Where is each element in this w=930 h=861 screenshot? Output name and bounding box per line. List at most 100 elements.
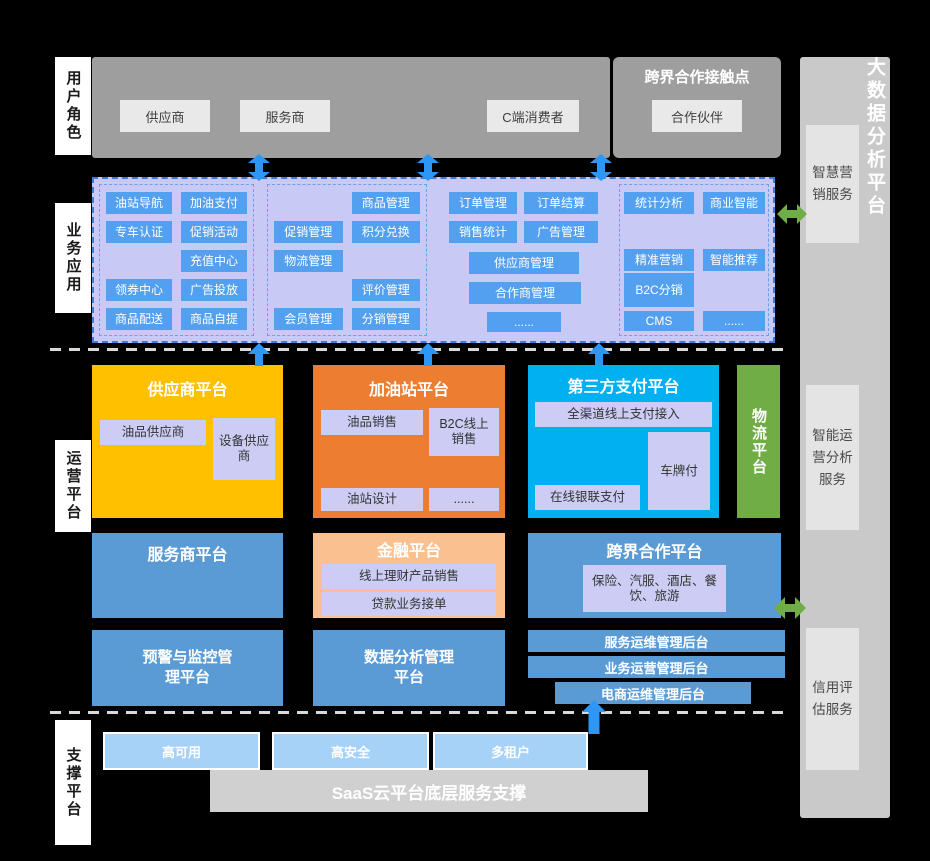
chip: 评价管理 xyxy=(351,279,420,301)
up-arrow-icon xyxy=(582,700,606,734)
chip: 订单管理 xyxy=(449,192,517,214)
chip: CMS xyxy=(624,311,694,331)
chip: 加油支付 xyxy=(181,192,247,214)
chip: ...... xyxy=(487,312,561,332)
payment-platform-title: 第三方支付平台 xyxy=(567,379,680,396)
section-label-operations: 运营平台 xyxy=(55,440,91,532)
chip: 促销活动 xyxy=(181,221,247,243)
biz-group-analytics: 统计分析 商业智能 精准营销 智能推荐 B2C分销 CMS ...... xyxy=(619,184,769,336)
oil-sales-chip: 油品销售 xyxy=(321,410,423,435)
section-label-business-apps: 业务应用 xyxy=(55,203,91,313)
supplier-platform-title: 供应商平台 xyxy=(147,382,228,399)
touchpoint-title: 跨界合作接触点 xyxy=(644,69,750,86)
omni-channel-payment-chip: 全渠道线上支付接入 xyxy=(535,402,712,427)
biz-group-orders: 订单管理 订单结算 销售统计 广告管理 供应商管理 合作商管理 ...... xyxy=(442,184,612,336)
empty-cell xyxy=(106,250,172,272)
crossover-partners-chip: 保险、汽服、酒店、餐饮、旅游 xyxy=(583,565,726,612)
chip: 精准营销 xyxy=(624,249,694,271)
support-high-security: 高安全 xyxy=(272,732,429,770)
bigdata-title: 大数据分析平台 xyxy=(864,57,885,218)
chip: 订单结算 xyxy=(524,192,598,214)
finance-platform: 金融平台 线上理财产品销售 贷款业务接单 xyxy=(313,533,505,618)
loan-business-chip: 贷款业务接单 xyxy=(322,592,496,616)
chip: 广告投放 xyxy=(181,279,247,301)
chip: 智能推荐 xyxy=(703,249,765,271)
chip: 物流管理 xyxy=(274,250,343,272)
data-analysis-platform: 数据分析管理平台 xyxy=(313,630,505,706)
chip: 供应商管理 xyxy=(469,252,579,274)
station-design-chip: 油站设计 xyxy=(321,488,423,511)
double-arrow-icon xyxy=(247,154,271,181)
chip: 销售统计 xyxy=(449,221,517,243)
touchpoint-panel: 跨界合作接触点 合作伙伴 xyxy=(613,57,781,158)
separator-biz-ops xyxy=(50,348,790,351)
crossover-platform: 跨界合作平台 保险、汽服、酒店、餐饮、旅游 xyxy=(528,533,781,618)
chip: 统计分析 xyxy=(624,192,694,214)
role-partner: 合作伙伴 xyxy=(652,100,742,132)
backend-ecommerce-ops: 电商运维管理后台 xyxy=(555,682,751,704)
service-provider-platform-title: 服务商平台 xyxy=(147,547,228,564)
saas-base-bar: SaaS云平台底层服务支撑 xyxy=(210,770,648,812)
up-arrow-icon xyxy=(417,343,439,366)
role-supplier: 供应商 xyxy=(120,100,210,132)
chip: 领券中心 xyxy=(106,279,172,301)
support-high-availability: 高可用 xyxy=(103,732,260,770)
b2c-online-sales-chip: B2C线上销售 xyxy=(429,408,499,456)
chip: 油站导航 xyxy=(106,192,172,214)
section-label-user-roles: 用户角色 xyxy=(55,57,91,155)
chip: 广告管理 xyxy=(524,221,598,243)
bigdata-platform-bar: 大数据分析平台 智慧营销服务 智能运营分析服务 信用评估服务 xyxy=(800,57,890,818)
plate-pay-chip: 车牌付 xyxy=(648,432,710,510)
chip: 商品配送 xyxy=(106,308,172,330)
chip: 合作商管理 xyxy=(469,282,581,304)
oil-supplier-chip: 油品供应商 xyxy=(100,420,206,445)
business-apps-panel: 油站导航 加油支付 专车认证 促销活动 充值中心 领券中心 广告投放 商品配送 … xyxy=(92,177,775,343)
chip: 充值中心 xyxy=(181,250,247,272)
chip: 专车认证 xyxy=(106,221,172,243)
support-multi-tenant: 多租户 xyxy=(433,732,588,770)
third-party-payment-platform: 第三方支付平台 全渠道线上支付接入 车牌付 在线银联支付 xyxy=(528,365,719,518)
chip: ...... xyxy=(703,311,765,331)
data-analysis-title: 数据分析管理平台 xyxy=(363,649,454,686)
wealth-product-chip: 线上理财产品销售 xyxy=(322,564,496,589)
crossover-platform-title: 跨界合作平台 xyxy=(606,544,703,561)
chip: B2C分销 xyxy=(624,273,694,307)
chip: 积分兑换 xyxy=(351,221,420,243)
green-double-arrow-icon xyxy=(777,203,807,225)
logistics-platform-title: 物流平台 xyxy=(750,407,767,476)
service-credit-evaluation: 信用评估服务 xyxy=(806,628,859,770)
service-provider-platform: 服务商平台 xyxy=(92,533,283,618)
chip: 商业智能 xyxy=(703,192,765,214)
user-roles-panel: 供应商 服务商 C端消费者 xyxy=(92,57,610,158)
biz-group-commerce: 商品管理 促销管理 积分兑换 物流管理 评价管理 会员管理 分销管理 xyxy=(267,184,427,336)
empty-cell xyxy=(352,250,421,272)
finance-platform-title: 金融平台 xyxy=(376,543,441,560)
biz-group-station-consumer: 油站导航 加油支付 专车认证 促销活动 充值中心 领券中心 广告投放 商品配送 … xyxy=(99,184,254,336)
chip: 商品自提 xyxy=(181,308,247,330)
chip: 分销管理 xyxy=(351,308,420,330)
gas-station-platform: 加油站平台 油品销售 B2C线上销售 油站设计 ...... xyxy=(313,365,505,518)
double-arrow-icon xyxy=(416,154,440,181)
supplier-platform: 供应商平台 油品供应商 设备供应商 xyxy=(92,365,283,518)
more-chip: ...... xyxy=(429,488,499,511)
role-service-provider: 服务商 xyxy=(240,100,330,132)
chip: 会员管理 xyxy=(274,308,343,330)
logistics-platform: 物流平台 xyxy=(737,365,780,518)
chip: 促销管理 xyxy=(274,221,343,243)
equipment-supplier-chip: 设备供应商 xyxy=(213,418,275,480)
service-intelligent-ops-analysis: 智能运营分析服务 xyxy=(806,385,859,530)
role-c-consumer: C端消费者 xyxy=(487,100,579,132)
empty-cell xyxy=(274,192,343,214)
gas-station-platform-title: 加油站平台 xyxy=(368,382,449,399)
warning-monitor-platform: 预警与监控管理平台 xyxy=(92,630,283,706)
double-arrow-icon xyxy=(589,154,613,181)
backend-business-ops: 业务运营管理后台 xyxy=(528,656,785,678)
chip: 商品管理 xyxy=(351,192,420,214)
warning-monitor-title: 预警与监控管理平台 xyxy=(142,649,233,686)
green-double-arrow-icon xyxy=(774,596,806,620)
service-smart-marketing: 智慧营销服务 xyxy=(806,125,859,243)
up-arrow-icon xyxy=(588,343,610,366)
unionpay-chip: 在线银联支付 xyxy=(535,485,640,510)
separator-ops-support xyxy=(50,711,790,714)
